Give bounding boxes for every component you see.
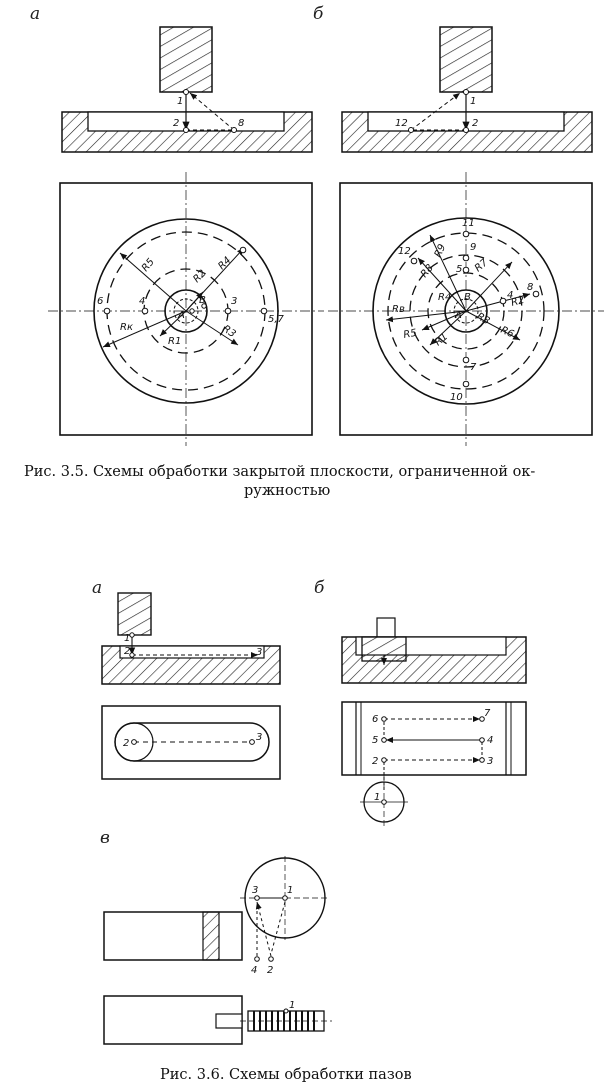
fig35a-R4: R4 bbox=[216, 255, 233, 272]
fig36b-label-4: 4 bbox=[487, 735, 493, 746]
fig35b-plan-8: 8 bbox=[527, 282, 533, 293]
fig35-caption-line2: ружностью bbox=[244, 483, 331, 499]
fig36c-label-4: 4 bbox=[251, 965, 257, 976]
fig35b-R5: R5 bbox=[403, 328, 418, 341]
fig36-panel-c-letter: в bbox=[100, 828, 110, 848]
fig36-caption: Рис. 3.6. Схемы обработки пазов bbox=[160, 1067, 412, 1083]
fig36a-label-2: 2 bbox=[124, 646, 130, 657]
fig35-panel-b-letter: б bbox=[313, 4, 324, 24]
fig36c-label-1: 1 bbox=[287, 885, 293, 896]
fig35b-plan-view: 11 9 12 5 4 8 7 10 A B R9 R8 R7 R4 R2 Rв… bbox=[328, 172, 604, 446]
fig35b-plan-10: 10 bbox=[450, 392, 463, 403]
fig35b-plan-A: A bbox=[454, 310, 462, 321]
fig35b-Rv: Rв bbox=[392, 304, 405, 315]
fig35b-plan-9: 9 bbox=[470, 242, 476, 253]
fig36c-side-label-1: 1 bbox=[289, 1000, 295, 1011]
fig35b-plan-5: 5 bbox=[456, 264, 462, 275]
fig35a-outer-circle bbox=[93, 218, 279, 404]
fig36-panel-b-letter: б bbox=[314, 578, 325, 598]
fig36c-view: 3 1 4 2 1 bbox=[103, 856, 332, 1045]
fig36b-label-6: 6 bbox=[372, 714, 378, 725]
fig35a-side-view: 1 2 8 bbox=[61, 26, 313, 153]
fig36b-label-2: 2 bbox=[372, 756, 378, 767]
fig35a-plan-4: 4 bbox=[139, 296, 145, 307]
fig35a-label-1: 1 bbox=[177, 96, 183, 107]
fig36a-plan-view: 2 3 bbox=[101, 705, 281, 780]
fig35a-cutter bbox=[159, 26, 213, 93]
fig35a-inner-circle bbox=[164, 289, 208, 333]
fig35b-plan-B: B bbox=[464, 292, 471, 303]
fig36a-label-1: 1 bbox=[124, 633, 130, 644]
fig35b-R4: R4 bbox=[438, 292, 451, 303]
fig35b-plan-7: 7 bbox=[470, 362, 477, 373]
fig35b-R3: R3 bbox=[475, 311, 492, 327]
fig35b-label-12: 12 bbox=[395, 118, 408, 129]
fig36b-label-7: 7 bbox=[484, 708, 491, 719]
fig36a-plan-3: 3 bbox=[256, 732, 262, 743]
fig36c-label-3: 3 bbox=[252, 885, 258, 896]
fig36a-plan-2: 2 bbox=[123, 738, 129, 749]
fig35b-plan-11: 11 bbox=[462, 218, 475, 229]
fig36-panel-a-letter: а bbox=[92, 578, 103, 598]
fig35a-R5: R5 bbox=[140, 257, 157, 274]
fig36b-plan-view: 6 7 5 4 2 3 1 bbox=[341, 701, 527, 826]
fig36b-side-view bbox=[341, 617, 527, 684]
fig35a-plan-57: 5,7 bbox=[268, 314, 285, 325]
fig35a-R2: R2 bbox=[191, 268, 208, 285]
fig35a-label-2: 2 bbox=[173, 118, 179, 129]
fig35b-R2: R2 bbox=[510, 295, 526, 309]
fig35a-plan-3: 3 bbox=[231, 296, 237, 307]
fig36b-label-3: 3 bbox=[487, 756, 493, 767]
fig35-panel-a-letter: а bbox=[30, 4, 41, 24]
fig35b-R7: R7 bbox=[473, 257, 491, 274]
fig35a-R3: R3 bbox=[220, 323, 237, 340]
fig35a-R1: R1 bbox=[168, 336, 181, 347]
fig35b-R6: R6 bbox=[499, 325, 516, 341]
fig35-caption-line1: Рис. 3.5. Схемы обработки закрытой плоск… bbox=[24, 464, 536, 480]
fig35a-label-8: 8 bbox=[238, 118, 244, 129]
fig36c-label-2: 2 bbox=[267, 965, 273, 976]
fig35a-plan-A: A bbox=[177, 310, 185, 321]
fig36a-side-view: 1 2 3 bbox=[101, 592, 281, 685]
fig36b-label-5: 5 bbox=[372, 735, 378, 746]
fig35b-side-view: 12 1 2 bbox=[341, 26, 593, 153]
fig35a-plan-6: 6 bbox=[97, 296, 103, 307]
fig35b-plan-12: 12 bbox=[398, 246, 411, 257]
fig35a-plan-view: 6 4 3 5,7 A B R5 R2 R4 Rк R1 R3 bbox=[48, 172, 324, 446]
fig35a-plan-B: B bbox=[199, 295, 206, 306]
fig35b-label-1: 1 bbox=[470, 96, 476, 107]
fig35b-R9: R9 bbox=[433, 243, 449, 260]
fig36b-label-1: 1 bbox=[374, 792, 380, 803]
fig35a-Rk: Rк bbox=[120, 322, 133, 333]
fig35b-R1: R1 bbox=[433, 331, 450, 348]
fig35b-plan-4: 4 bbox=[507, 290, 513, 301]
fig36a-label-3: 3 bbox=[256, 647, 262, 658]
fig35a-path-8-1 bbox=[189, 92, 235, 131]
fig35b-label-2: 2 bbox=[472, 118, 478, 129]
